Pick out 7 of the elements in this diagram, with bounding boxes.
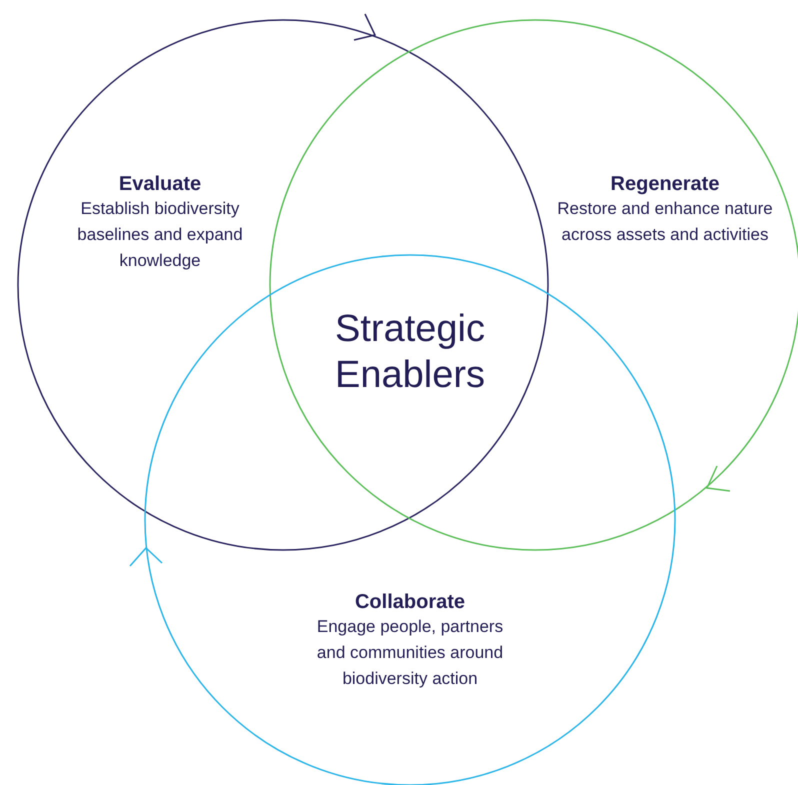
center-title: Strategic Enablers xyxy=(334,307,486,398)
description: Restore and enhance nature across assets and activities xyxy=(556,198,774,246)
heading: Collaborate xyxy=(354,590,466,614)
description: Establish biodiversity baselines and expand knowledge xyxy=(76,198,244,272)
heading: Evaluate xyxy=(118,172,202,196)
description: Engage people, partners and communities around biodiversity action xyxy=(316,616,504,690)
heading: Regenerate xyxy=(610,172,720,196)
